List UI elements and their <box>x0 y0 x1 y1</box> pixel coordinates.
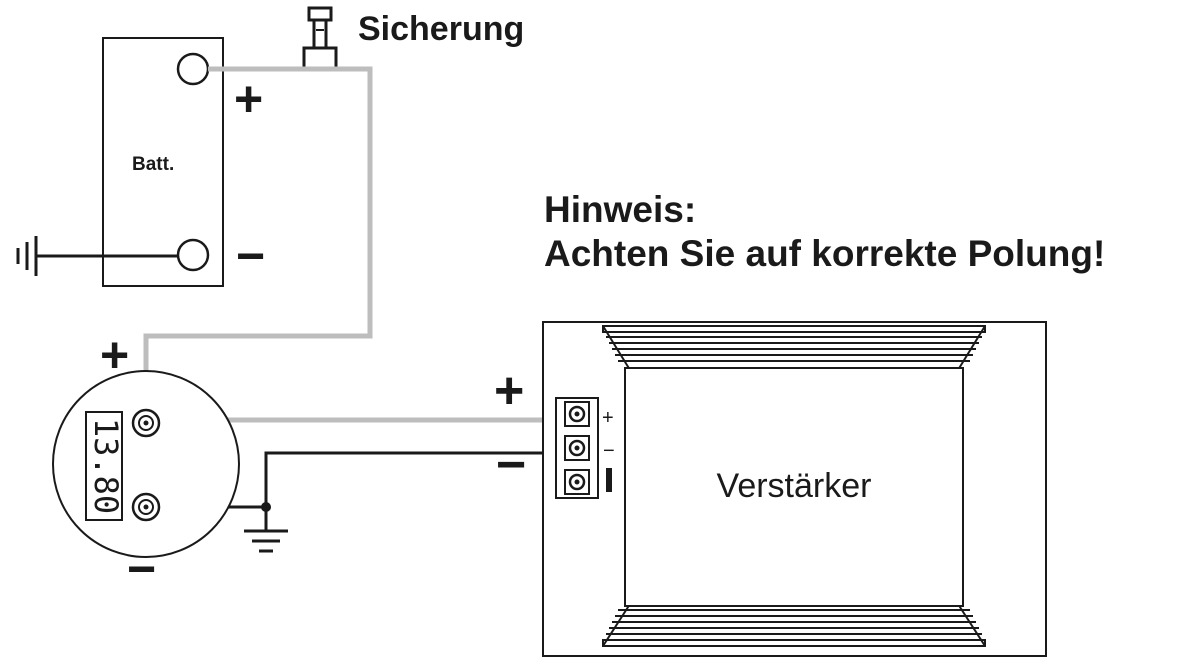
ground-junction <box>261 502 271 512</box>
voltmeter-body <box>52 370 240 558</box>
amplifier-terminal-plus-sign: + <box>602 407 614 429</box>
amplifier-terminal-remote <box>564 469 590 495</box>
note-title: Hinweis: <box>544 189 696 230</box>
voltmeter-display: 13.80 <box>87 418 125 514</box>
note-text: Achten Sie auf korrekte Polung! <box>544 233 1105 274</box>
amplifier-plus-sign: + <box>494 362 524 420</box>
battery-ground-icon <box>16 236 178 276</box>
amplifier-panel <box>624 367 964 607</box>
fuse-icon <box>302 6 338 70</box>
fuse-label: Sicherung <box>358 10 524 48</box>
amplifier-terminal-minus-sign: − <box>603 440 615 462</box>
battery-negative-terminal <box>176 238 210 272</box>
amplifier-terminal-negative <box>564 435 590 461</box>
battery-label: Batt. <box>132 154 174 175</box>
remote-terminal-icon <box>606 468 612 492</box>
amplifier-label: Verstärker <box>717 467 872 505</box>
battery-positive-terminal <box>176 52 210 86</box>
voltmeter-display-frame <box>85 411 123 521</box>
battery-plus-sign: + <box>234 71 263 127</box>
amplifier-minus-sign: − <box>496 436 526 494</box>
voltmeter-positive-terminal <box>131 408 161 438</box>
ground-icon <box>244 529 288 553</box>
voltmeter-negative-terminal <box>131 492 161 522</box>
voltmeter-plus-sign: + <box>100 327 129 383</box>
voltmeter-minus-sign: − <box>127 541 156 597</box>
amplifier-terminal-positive <box>564 401 590 427</box>
heatsink-top <box>602 325 986 371</box>
battery-minus-sign: − <box>236 228 265 284</box>
heatsink-bottom <box>602 603 986 647</box>
